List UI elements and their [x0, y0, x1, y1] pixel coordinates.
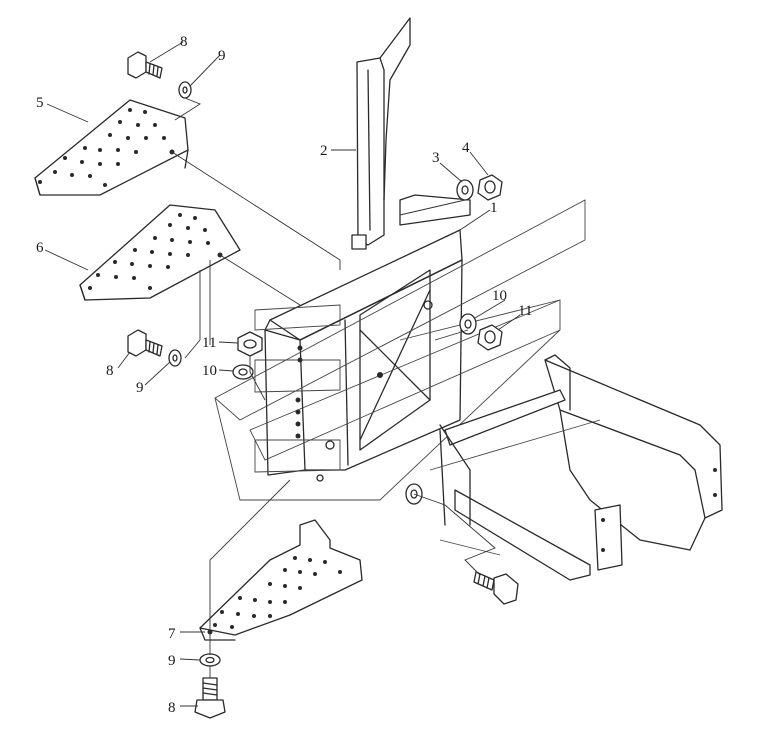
callout-2: 2: [320, 143, 328, 159]
callout-10-right: 10: [492, 288, 507, 304]
washer-10-left: [232, 364, 254, 380]
callout-11-right: 11: [518, 303, 532, 319]
step-plate-5-holes: [38, 108, 175, 187]
nut-4: [477, 174, 503, 201]
callout-10-left: 10: [202, 363, 217, 379]
nut-11-left: [237, 331, 263, 357]
callout-leaders: [44, 41, 521, 707]
bolt-8-middle: [127, 329, 163, 357]
callout-9-middle: 9: [136, 380, 144, 396]
callout-4: 4: [462, 140, 470, 156]
callout-8-middle: 8: [106, 363, 114, 379]
bolt-right-lower: [473, 571, 519, 605]
bolt-8-upper: [127, 51, 163, 79]
callout-8-upper: 8: [180, 34, 188, 50]
bracket-part-2: [351, 17, 411, 250]
arm-bracket-assembly: [429, 354, 723, 581]
step-plate-part-7: [199, 519, 363, 641]
callout-9-lower: 9: [168, 653, 176, 669]
callout-3: 3: [432, 150, 440, 166]
step-plate-7-holes: [207, 556, 342, 635]
frame-part-1: [214, 194, 586, 501]
nut-11-right: [477, 324, 503, 351]
callout-8-lower: 8: [168, 700, 176, 716]
washer-3: [456, 179, 474, 201]
step-plate-part-6: [79, 204, 241, 301]
assembly-lines: [171, 97, 496, 678]
washer-9-middle: [168, 349, 182, 367]
callout-5: 5: [36, 95, 44, 111]
washer-10-right: [459, 313, 477, 335]
callout-11-left: 11: [202, 335, 216, 351]
washer-9-upper: [178, 81, 192, 99]
callout-9-upper: 9: [218, 48, 226, 64]
callout-labels: 8 9 5 2 3 4 1 6 10 11 11 10 8 9 7 9 8: [36, 34, 532, 716]
washer-9-lower: [199, 653, 221, 667]
bolt-8-lower: [194, 677, 226, 719]
callout-7: 7: [168, 626, 176, 642]
callout-6: 6: [36, 240, 44, 256]
callout-1: 1: [490, 200, 498, 216]
step-plate-part-5: [34, 99, 189, 196]
